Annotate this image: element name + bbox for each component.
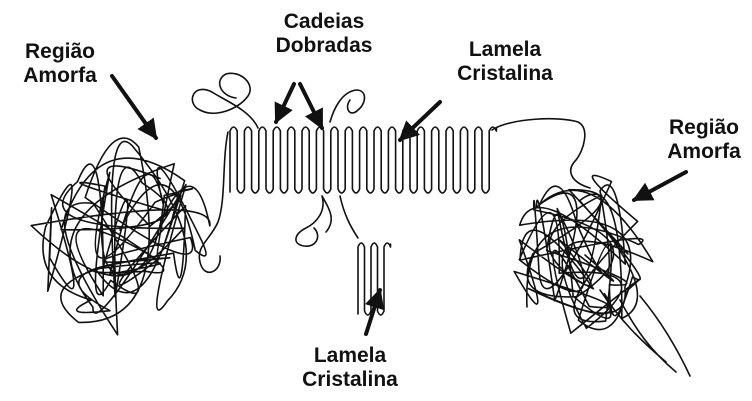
label-line: Cristalina xyxy=(284,368,416,392)
label-line: Amorfa xyxy=(656,140,752,164)
label-crystalline-lamella-top: Lamela Cristalina xyxy=(440,38,570,86)
arrow-folded-chains-2 xyxy=(300,84,322,128)
label-line: Região xyxy=(656,116,752,140)
tangled-chain xyxy=(31,138,210,335)
label-line: Lamela xyxy=(284,344,416,368)
tie-chain-right xyxy=(492,119,590,188)
label-line: Dobradas xyxy=(262,34,386,58)
loose-loop-top-2 xyxy=(330,90,365,122)
label-line: Cadeias xyxy=(262,10,386,34)
label-line: Lamela xyxy=(440,38,570,62)
amorphous-region-left-tangle xyxy=(31,138,210,335)
label-folded-chains: Cadeias Dobradas xyxy=(262,10,386,58)
loose-loop-top xyxy=(192,73,258,128)
amorphous-region-right-tangle xyxy=(514,175,653,333)
chain-to-lower-lamella xyxy=(340,196,358,238)
label-line: Cristalina xyxy=(440,62,570,86)
dangling-chain-center xyxy=(296,196,331,246)
arrow-lamella-top xyxy=(400,102,440,140)
label-line: Região xyxy=(8,40,112,64)
tangled-chain xyxy=(514,175,653,333)
arrow-amorphous-right xyxy=(634,172,686,200)
crystalline-lamella-main xyxy=(230,127,496,193)
arrow-amorphous-left xyxy=(112,76,156,138)
arrow-folded-chains-1 xyxy=(276,84,294,122)
label-amorphous-region-right: Região Amorfa xyxy=(656,116,752,164)
label-amorphous-region-left: Região Amorfa xyxy=(8,40,112,88)
label-line: Amorfa xyxy=(8,64,112,88)
label-crystalline-lamella-bottom: Lamela Cristalina xyxy=(284,344,416,392)
